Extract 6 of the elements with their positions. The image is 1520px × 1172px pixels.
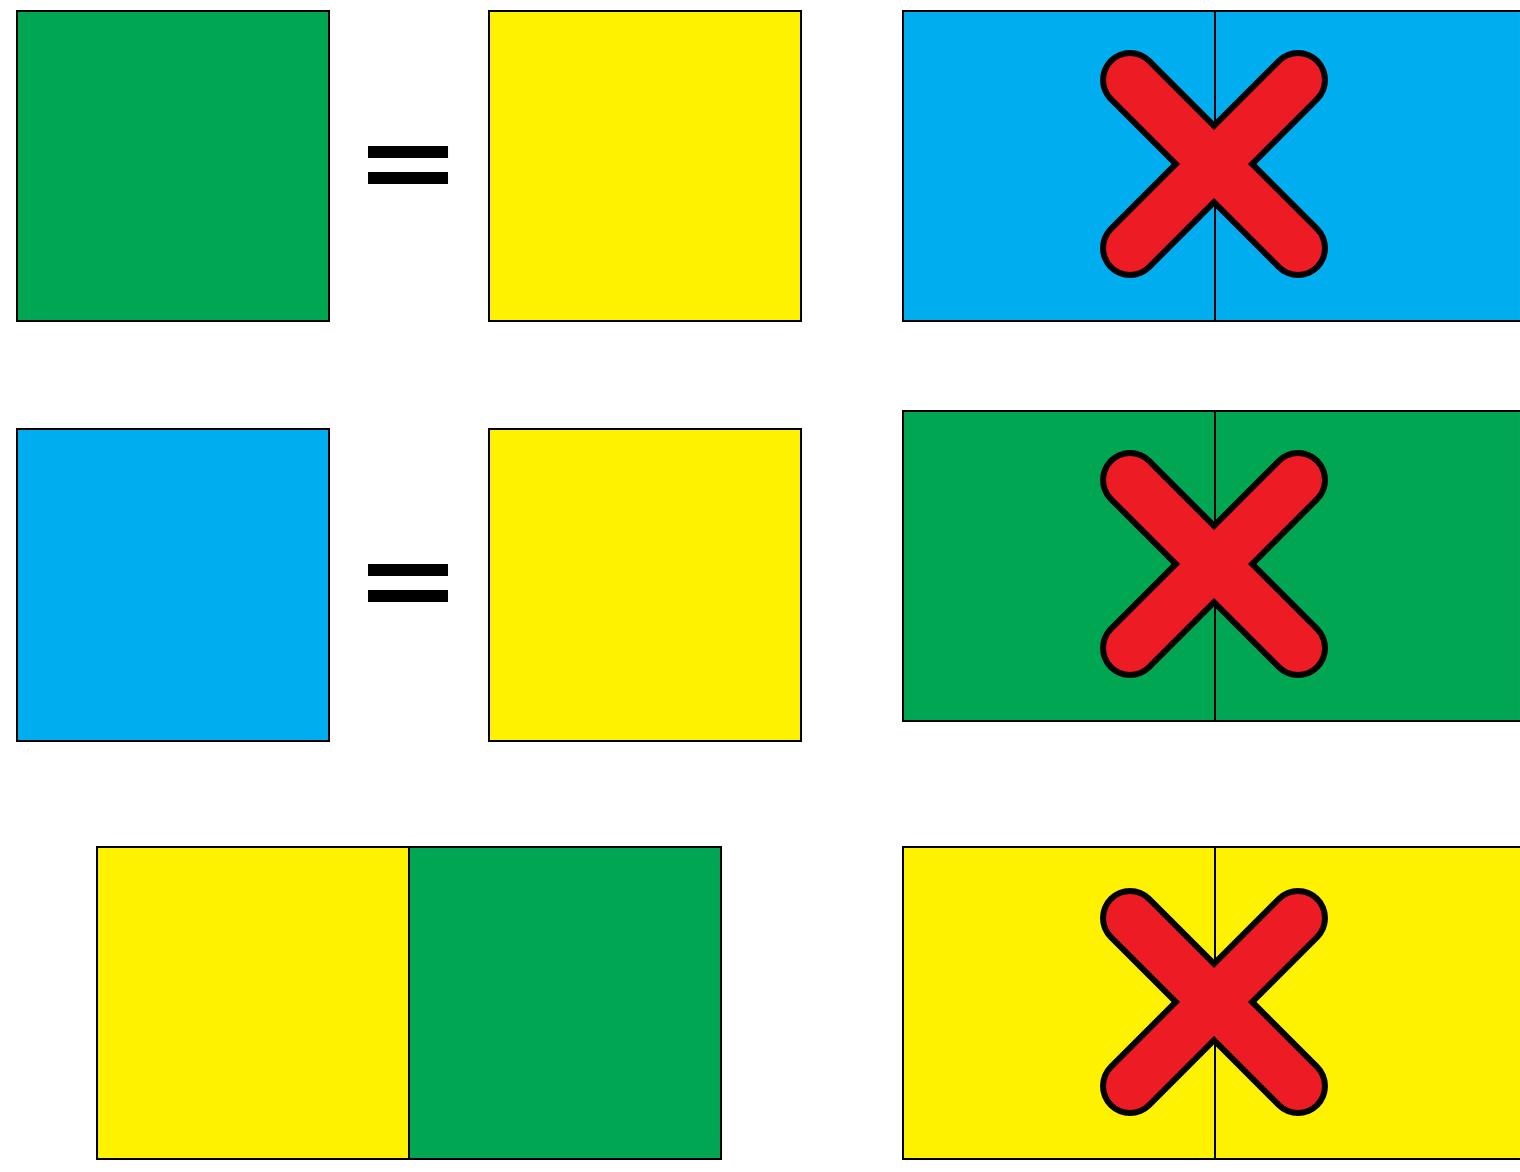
square — [16, 10, 330, 322]
square — [488, 10, 802, 322]
square — [488, 428, 802, 742]
square — [96, 846, 410, 1160]
square — [408, 846, 722, 1160]
square — [16, 428, 330, 742]
